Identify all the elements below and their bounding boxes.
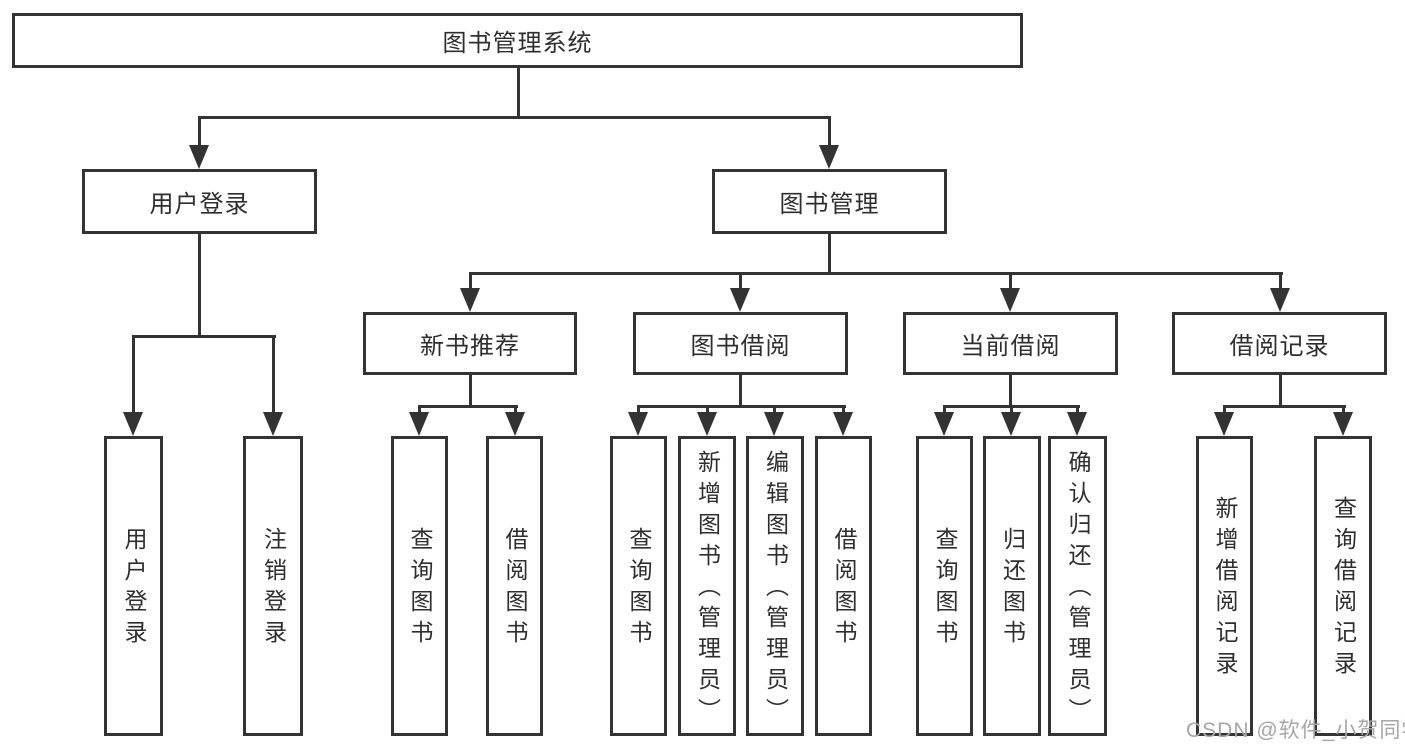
connector-arrow-shaft	[828, 116, 831, 148]
arrowhead-down-icon	[460, 288, 480, 312]
leaf-borrow-book-label: 借阅图书	[831, 527, 857, 651]
connector-record-stem	[1279, 373, 1282, 408]
arrowhead-down-icon	[934, 412, 954, 436]
arrowhead-down-icon	[1333, 412, 1353, 436]
connector-user-login-stem	[198, 232, 201, 338]
leaf-recommend-borrow-book-label: 借阅图书	[502, 527, 528, 651]
node-user-login-label: 用户登录	[149, 191, 250, 218]
leaf-user-login: 用户登录	[104, 436, 163, 736]
leaf-confirm-return-admin-label: 确认归还（管理员）	[1065, 449, 1091, 729]
node-current-borrow: 当前借阅	[903, 312, 1118, 375]
connector-user-login-bar	[132, 335, 276, 338]
arrowhead-down-icon	[1214, 412, 1234, 436]
connector-arrow-shaft	[706, 405, 709, 415]
node-root: 图书管理系统	[12, 13, 1023, 68]
leaf-edit-book-admin: 编辑图书（管理员）	[746, 436, 804, 736]
arrowhead-down-icon	[189, 145, 209, 169]
arrowhead-down-icon	[1001, 412, 1021, 436]
connector-record-bar	[1223, 405, 1346, 408]
connector-current-stem	[1009, 373, 1012, 408]
leaf-return-book: 归还图书	[983, 436, 1041, 736]
connector-borrow-bar	[637, 405, 846, 408]
connector-arrow-shaft	[1076, 405, 1079, 415]
leaf-user-login-label: 用户登录	[121, 527, 147, 651]
node-new-book-recommend-label: 新书推荐	[420, 333, 520, 360]
node-borrow-record: 借阅记录	[1172, 312, 1387, 375]
arrowhead-down-icon	[730, 288, 750, 312]
arrowhead-down-icon	[505, 412, 525, 436]
connector-borrow-stem	[739, 373, 742, 408]
csdn-watermark: CSDN @软件_小贺同学	[1186, 719, 1405, 742]
leaf-logout: 注销登录	[243, 436, 303, 736]
connector-arrow-shaft	[1010, 405, 1013, 415]
connector-arrow-shaft	[1342, 405, 1345, 415]
leaf-borrow-book: 借阅图书	[815, 436, 872, 736]
leaf-query-borrow-record: 查询借阅记录	[1314, 436, 1372, 736]
connector-arrow-shaft	[773, 405, 776, 415]
arrowhead-down-icon	[819, 145, 839, 169]
connector-arrow-shaft	[469, 272, 472, 292]
leaf-add-book-admin: 新增图书（管理员）	[678, 436, 736, 736]
connector-arrow-shaft	[739, 272, 742, 292]
leaf-borrow-query-book: 查询图书	[610, 436, 667, 736]
leaf-return-book-label: 归还图书	[999, 527, 1026, 651]
node-current-borrow-label: 当前借阅	[960, 333, 1061, 360]
connector-arrow-shaft	[514, 405, 517, 415]
node-borrow-record-label: 借阅记录	[1229, 333, 1330, 360]
leaf-recommend-query-book: 查询图书	[391, 436, 448, 736]
connector-arrow-shaft	[943, 405, 946, 415]
arrowhead-down-icon	[628, 412, 648, 436]
arrowhead-down-icon	[697, 412, 717, 436]
connector-book-management-bar	[469, 272, 1283, 275]
connector-arrow-shaft	[1279, 272, 1282, 292]
connector-arrow-shaft	[1009, 272, 1012, 292]
leaf-current-query-book-label: 查询图书	[932, 527, 958, 651]
connector-root-bar	[198, 116, 831, 119]
connector-arrow-shaft	[418, 405, 421, 415]
node-new-book-recommend: 新书推荐	[363, 312, 577, 375]
connector-recommend-bar	[418, 405, 518, 408]
leaf-recommend-borrow-book: 借阅图书	[486, 436, 543, 736]
arrowhead-down-icon	[123, 412, 143, 436]
connector-book-management-stem	[828, 232, 831, 275]
leaf-current-query-book: 查询图书	[916, 436, 973, 736]
arrowhead-down-icon	[263, 412, 283, 436]
connector-arrow-shaft	[272, 335, 275, 415]
connector-arrow-shaft	[1223, 405, 1226, 415]
connector-arrow-shaft	[198, 116, 201, 148]
arrowhead-down-icon	[833, 412, 853, 436]
arrowhead-down-icon	[1067, 412, 1087, 436]
node-root-label: 图书管理系统	[442, 30, 593, 57]
arrowhead-down-icon	[1270, 288, 1290, 312]
connector-root-stem	[517, 66, 520, 119]
connector-arrow-shaft	[637, 405, 640, 415]
leaf-add-borrow-record: 新增借阅记录	[1196, 436, 1253, 736]
leaf-edit-book-admin-label: 编辑图书（管理员）	[762, 449, 789, 729]
arrowhead-down-icon	[409, 412, 429, 436]
node-book-management-label: 图书管理	[779, 191, 880, 218]
node-book-borrow-label: 图书借阅	[690, 333, 791, 360]
arrowhead-down-icon	[764, 412, 784, 436]
leaf-borrow-query-book-label: 查询图书	[626, 527, 652, 651]
leaf-add-borrow-record-label: 新增借阅记录	[1212, 496, 1238, 682]
arrowhead-down-icon	[1000, 288, 1020, 312]
connector-arrow-shaft	[132, 335, 135, 415]
node-book-borrow: 图书借阅	[633, 312, 848, 375]
leaf-confirm-return-admin: 确认归还（管理员）	[1048, 436, 1107, 736]
leaf-add-book-admin-label: 新增图书（管理员）	[694, 449, 721, 729]
node-user-login: 用户登录	[82, 169, 317, 234]
connector-arrow-shaft	[842, 405, 845, 415]
node-book-management: 图书管理	[712, 169, 947, 234]
leaf-logout-label: 注销登录	[260, 527, 287, 651]
connector-recommend-stem	[469, 373, 472, 408]
leaf-recommend-query-book-label: 查询图书	[407, 527, 433, 651]
leaf-query-borrow-record-label: 查询借阅记录	[1330, 496, 1357, 682]
